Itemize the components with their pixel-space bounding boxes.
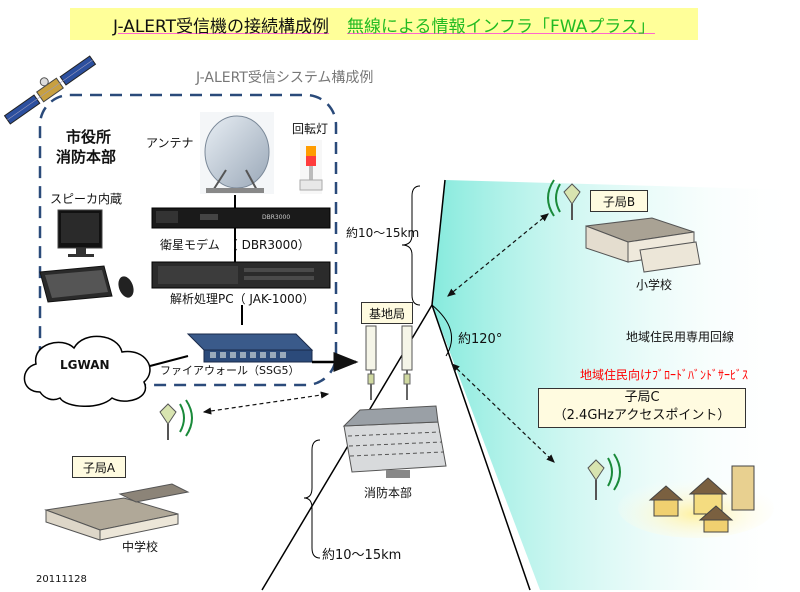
page-title: J-ALERT受信機の接続構成例 無線による情報インフラ「FWAプラス」: [70, 8, 698, 40]
base-station-antenna-icon: [365, 325, 413, 400]
base-station-box: 基地局: [361, 302, 413, 324]
speaker-label: スピーカ内蔵: [50, 192, 123, 206]
station-c-box: 子局C （2.4GHzアクセスポイント）: [538, 388, 746, 428]
link-to-station-a: [202, 391, 330, 415]
pc-label: 解析処理PC（ JAK-1000）: [170, 292, 315, 306]
office-label-line2: 消防本部: [56, 148, 117, 166]
modem-device-text: DBR3000: [262, 214, 291, 221]
station-a-label: 子局A: [82, 460, 116, 475]
houses-icon: [618, 465, 774, 538]
base-station-label: 基地局: [368, 306, 405, 321]
link-to-station-c: [451, 363, 555, 463]
station-b-box: 子局B: [590, 190, 648, 212]
keyboard-icon: [39, 265, 113, 303]
range-lower-label: 約10〜15km: [322, 548, 402, 563]
fire-hq-label: 消防本部: [364, 486, 413, 500]
station-c-sublabel: （2.4GHzアクセスポイント）: [553, 407, 731, 423]
system-title: J-ALERT受信システム構成例: [196, 70, 374, 86]
office-label-line1: 市役所: [66, 128, 112, 146]
modem-label: 衛星モデム （ DBR3000）: [160, 238, 310, 252]
analysis-pc-device: [151, 261, 331, 289]
angle-label: 約120°: [458, 332, 503, 347]
angle-arc: [431, 304, 453, 357]
school-a-building-icon: [44, 483, 190, 541]
lgwan-cloud-icon: [23, 335, 151, 407]
school-b-building-icon: [585, 217, 701, 273]
fire-hq-building-icon: [342, 405, 447, 478]
title-part-1: J-ALERT受信機の接続構成例: [113, 16, 330, 37]
brace-upper: [401, 185, 421, 306]
antenna-label: アンテナ: [146, 136, 194, 150]
dedicated-line-label: 地域住民用専用回線: [626, 330, 735, 344]
station-b-label: 子局B: [602, 194, 636, 209]
rotating-light-icon: [299, 140, 323, 194]
lgwan-label: LGWAN: [60, 358, 110, 372]
brace-lower: [303, 439, 321, 559]
antenna-dish-icon: [200, 112, 274, 194]
station-c-antenna-icon: [587, 453, 621, 500]
range-upper-label: 約10〜15km: [346, 226, 420, 240]
station-a-antenna-icon: [159, 399, 193, 440]
title-part-2: 無線による情報インフラ「FWAプラス」: [347, 16, 655, 37]
mouse-icon: [118, 276, 134, 298]
link-to-station-b: [447, 213, 549, 297]
station-a-box: 子局A: [72, 456, 126, 478]
firewall-device: [186, 333, 314, 363]
firewall-label: ファイアウォール（SSG5）: [160, 364, 300, 377]
station-b-antenna-icon: [547, 179, 581, 220]
station-c-label: 子局C: [624, 390, 660, 405]
school-a-label: 中学校: [122, 540, 159, 554]
rotating-light-label: 回転灯: [292, 122, 329, 136]
sector-line-top: [431, 179, 446, 306]
satellite-icon: [3, 55, 97, 125]
monitor-icon: [57, 209, 103, 257]
satellite-modem-device: [151, 207, 331, 229]
broadband-label: 地域住民向けﾌﾞﾛｰﾄﾞﾊﾞﾝﾄﾞｻｰﾋﾞｽ: [580, 368, 749, 382]
footer-date: 20111128: [36, 574, 87, 585]
school-b-label: 小学校: [636, 278, 673, 292]
